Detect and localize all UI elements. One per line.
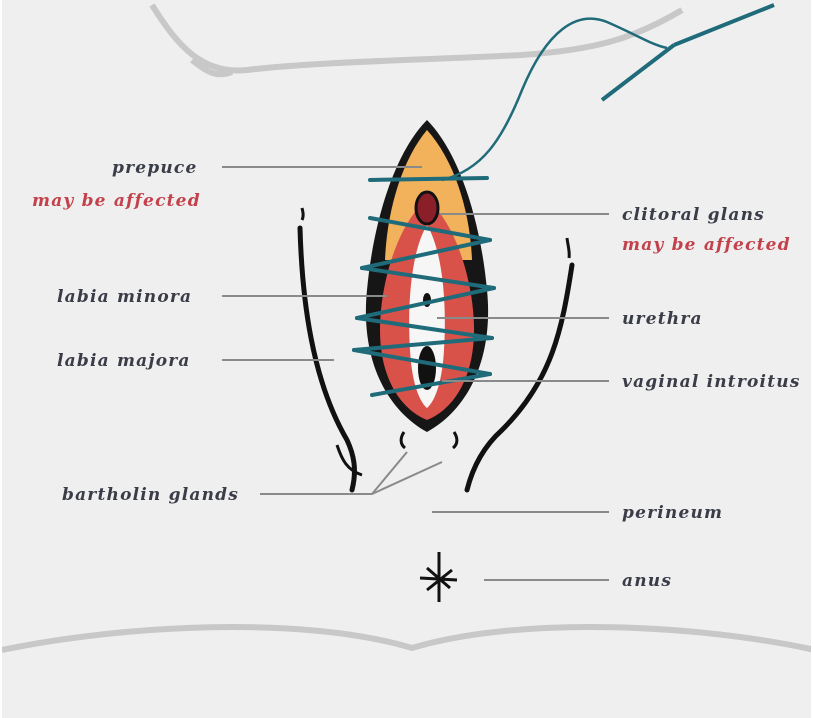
label-vaginal-introitus: vaginal introitus [622, 372, 801, 392]
upper-body-contour [152, 5, 682, 71]
bartholin-gland-left-mark [401, 432, 405, 448]
lower-body-contour [2, 627, 813, 650]
labia-majora-edge-right [567, 238, 569, 258]
suture-needle [602, 5, 774, 100]
label-labia-majora: labia majora [57, 351, 191, 371]
label-clitoral-glans: clitoral glans [622, 205, 765, 225]
bartholin-gland-right-mark [453, 432, 457, 448]
label-labia-minora: labia minora [57, 287, 192, 307]
label-bartholin-glands: bartholin glands [62, 485, 239, 505]
suture-thread [442, 19, 667, 180]
leader-line-bartholin-glands-branch [372, 452, 407, 494]
labia-majora-edge-left [302, 208, 303, 220]
label-clitoral-glans-note: may be affected [622, 235, 791, 255]
label-prepuce-note: may be affected [32, 191, 201, 211]
anus-mark [420, 552, 457, 602]
label-prepuce: prepuce [112, 158, 197, 178]
clitoral-glans-shape [416, 192, 438, 224]
label-anus: anus [622, 571, 672, 591]
label-urethra: urethra [622, 309, 703, 329]
label-perineum: perineum [622, 503, 723, 523]
